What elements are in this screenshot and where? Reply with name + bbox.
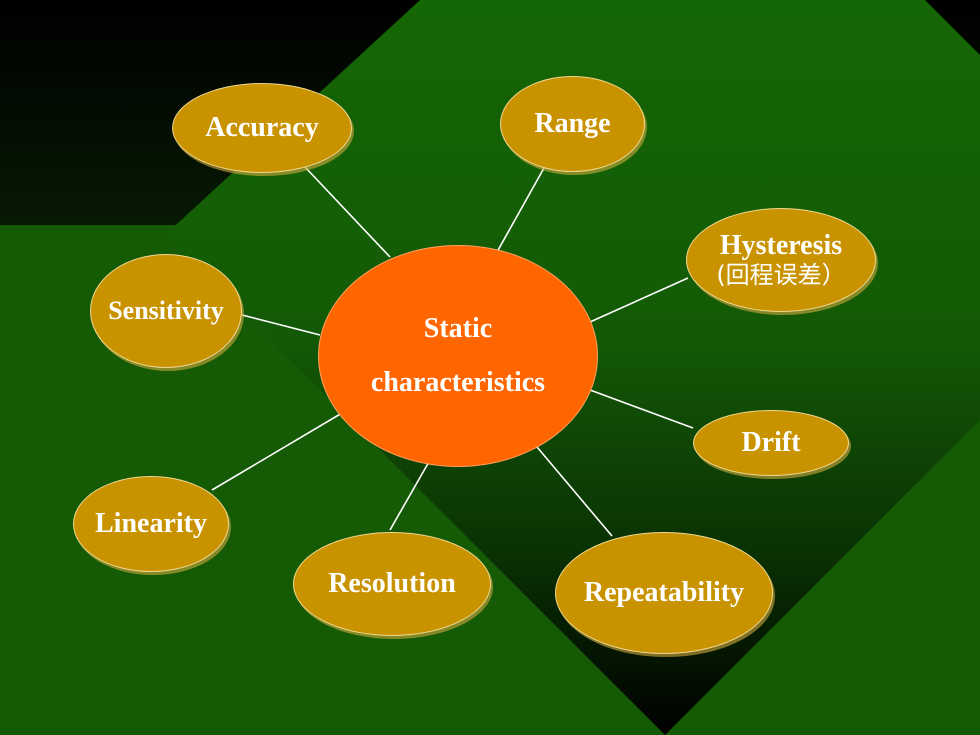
node-hysteresis-label: Hysteresis	[719, 230, 843, 262]
center-label-line2: characteristics	[370, 367, 546, 398]
node-hysteresis[interactable]: Hysteresis (回程误差）	[686, 208, 876, 312]
node-drift-label: Drift	[741, 426, 801, 458]
node-sensitivity-label: Sensitivity	[108, 296, 224, 326]
node-range-label: Range	[534, 107, 611, 139]
center-label-line1: Static	[423, 313, 493, 344]
node-linearity-label: Linearity	[95, 507, 207, 539]
connector-resolution	[389, 459, 431, 531]
connector-accuracy	[304, 166, 391, 258]
node-drift[interactable]: Drift	[693, 410, 849, 476]
node-range[interactable]: Range	[500, 76, 645, 172]
connector-drift	[589, 389, 694, 429]
node-accuracy[interactable]: Accuracy	[172, 83, 352, 173]
node-repeatability-label: Repeatability	[583, 576, 745, 608]
connector-linearity	[211, 412, 343, 491]
node-hysteresis-sublabel: (回程误差）	[716, 261, 846, 290]
node-accuracy-label: Accuracy	[205, 111, 319, 143]
connector-repeatability	[536, 446, 613, 537]
connector-sensitivity	[241, 314, 321, 336]
node-resolution-label: Resolution	[328, 567, 456, 599]
node-resolution[interactable]: Resolution	[293, 532, 491, 636]
node-static-characteristics[interactable]: Static characteristics	[318, 245, 598, 467]
connector-hysteresis	[589, 277, 689, 323]
node-repeatability[interactable]: Repeatability	[555, 532, 773, 654]
node-sensitivity[interactable]: Sensitivity	[90, 254, 242, 368]
node-linearity[interactable]: Linearity	[73, 476, 229, 572]
connector-range	[496, 167, 545, 253]
